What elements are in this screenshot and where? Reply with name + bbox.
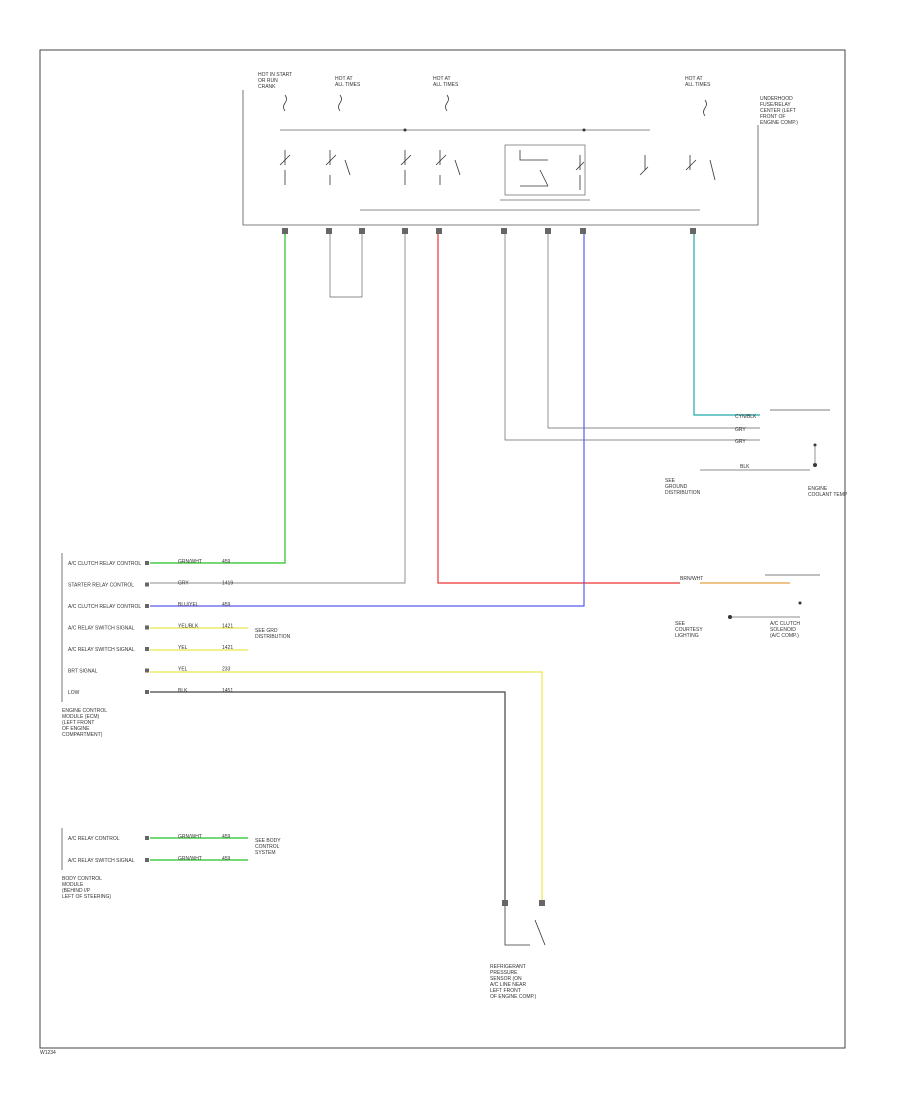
ecm-row-color: YEL/BLK xyxy=(178,624,199,630)
ecm-row-color: YEL xyxy=(178,667,188,673)
ecm-row-color: GRY xyxy=(178,581,189,587)
ecm-row-pin xyxy=(145,604,149,608)
sensor-wire-3: GRY xyxy=(735,439,746,445)
ecm-row-circuit: 1421 xyxy=(222,645,233,651)
bcm-row-circuit: 459 xyxy=(222,834,231,840)
sensor-ground-wire: BLK xyxy=(740,464,750,470)
bcm-row-pin xyxy=(145,836,149,840)
jumper-loop xyxy=(329,234,363,298)
ecm-row-circuit: 1451 xyxy=(222,688,233,694)
wire-harness xyxy=(150,234,790,900)
diagram-frame xyxy=(39,49,846,1049)
relay-switches xyxy=(279,144,716,211)
relay-coil-box xyxy=(504,144,586,196)
wire-yellow xyxy=(150,671,543,900)
wire-cyan xyxy=(693,234,760,416)
ecm-row-name: BRT SIGNAL xyxy=(68,669,98,675)
ecm-row-pin xyxy=(145,582,149,587)
ecm-row-name: LOW xyxy=(68,690,80,696)
ecm-row-pin xyxy=(145,647,149,651)
bcm-row-name: A/C RELAY CONTROL xyxy=(68,836,120,842)
fuse-box-connector-pins xyxy=(282,228,696,234)
wire-green xyxy=(150,234,286,564)
ecm-row-color: YEL xyxy=(178,645,188,651)
bcm-row-name: A/C RELAY SWITCH SIGNAL xyxy=(68,858,135,864)
wire-black xyxy=(150,691,506,900)
bcm-row-pin xyxy=(145,858,149,862)
ecm-row-pin xyxy=(145,561,149,565)
bcm-row-color: GRN/WHT xyxy=(178,856,202,862)
solenoid-wire: BRN/WHT xyxy=(680,576,703,582)
ecm-row-pin xyxy=(145,625,149,630)
ecm-row-circuit: 459 xyxy=(222,602,231,608)
ecm-row-circuit: 1421 xyxy=(222,624,233,630)
sensor-wire-2: GRY xyxy=(735,427,746,433)
ecm-row-circuit: 1419 xyxy=(222,581,233,587)
bus-node xyxy=(582,128,586,132)
fuse-elements xyxy=(283,94,707,117)
ecm-row-name: STARTER RELAY CONTROL xyxy=(68,583,134,589)
ecm-row-circuit: 459 xyxy=(222,559,231,565)
ecm-row-color: BLU/YEL xyxy=(178,602,199,608)
ecm-row-name: A/C RELAY SWITCH SIGNAL xyxy=(68,626,135,632)
bcm-row-circuit: 459 xyxy=(222,856,231,862)
bcm-row-color: GRN/WHT xyxy=(178,834,202,840)
wire-blue xyxy=(150,234,585,607)
ecm-row-name: A/C CLUTCH RELAY CONTROL xyxy=(68,561,141,567)
bus-node xyxy=(403,128,407,132)
ecm-row-pin xyxy=(145,690,149,694)
ecm-row-pin xyxy=(145,668,149,673)
ecm-row-name: A/C RELAY SWITCH SIGNAL xyxy=(68,647,135,653)
diagram-id: W1234 xyxy=(40,1050,56,1056)
ecm-row-name: A/C CLUTCH RELAY CONTROL xyxy=(68,604,141,610)
wire-red xyxy=(437,234,680,584)
ecm-row-color: GRN/WHT xyxy=(178,559,202,565)
wire-gray-sensor-1 xyxy=(504,234,760,441)
ecm-row-color: BLK xyxy=(178,688,188,694)
wire-gray-sensor-2 xyxy=(547,234,760,429)
wire-gray-starter xyxy=(150,234,406,584)
ecm-row-circuit: 233 xyxy=(222,667,231,673)
sensor-wire-1: CYN/BLK xyxy=(735,414,757,420)
